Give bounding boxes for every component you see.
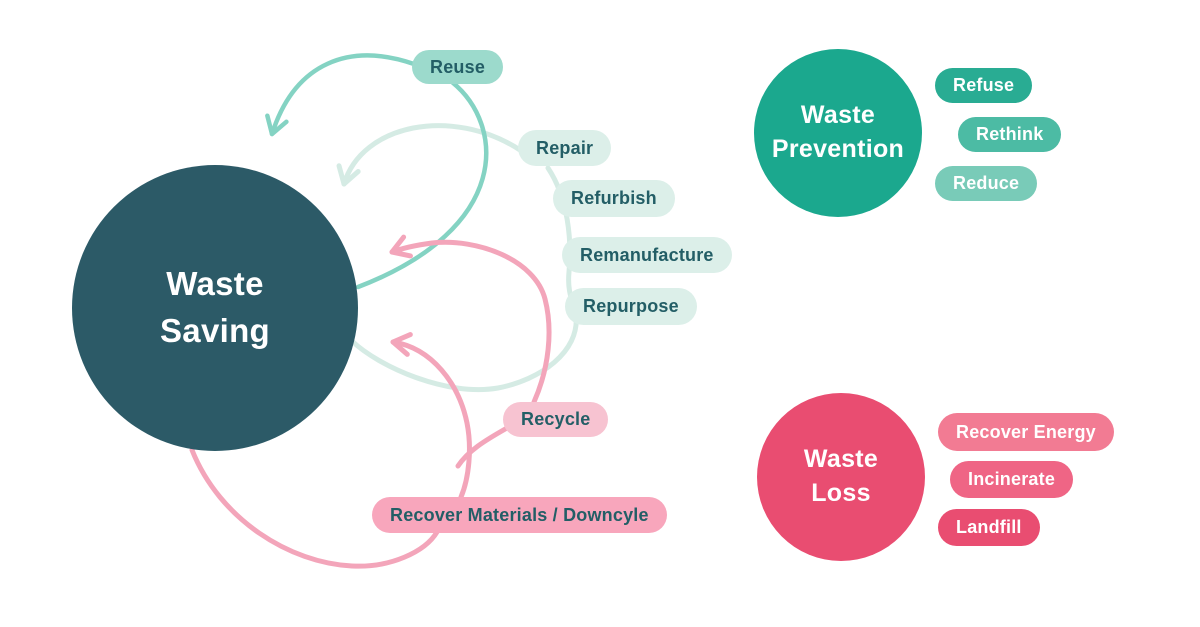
pill-repair: Repair	[518, 130, 612, 166]
waste-prevention-circle: Waste Prevention	[754, 49, 922, 217]
waste-loss-label-line2: Loss	[811, 479, 871, 507]
reuse-to-circle-arrow	[265, 53, 417, 137]
pill-refuse: Refuse	[935, 68, 1033, 103]
waste-prevention-label-line2: Prevention	[771, 135, 905, 163]
pill-refurbish: Refurbish	[553, 180, 675, 217]
waste-saving-circle: Waste Saving	[72, 165, 358, 451]
repair-to-circle-arrow	[336, 123, 523, 187]
recover-to-circle-arrow	[390, 332, 472, 500]
pill-landfill: Landfill	[938, 509, 1040, 546]
pill-repurpose: Repurpose	[565, 288, 697, 325]
repair-chain-loop-arc	[349, 165, 579, 392]
waste-loss-label-line1: Waste	[803, 445, 879, 474]
reuse-loop-arc	[355, 79, 489, 290]
waste-prevention-label-line1: Waste	[800, 101, 876, 130]
pill-reuse: Reuse	[412, 50, 504, 84]
recover-loop-tail-arc	[189, 447, 440, 569]
recycle-to-circle-arrow	[389, 234, 552, 405]
pill-recover-energy: Recover Energy	[938, 413, 1114, 451]
waste-loss-circle: Waste Loss	[757, 393, 925, 561]
pill-reduce: Reduce	[935, 166, 1038, 201]
waste-saving-label-line1: Waste	[166, 265, 264, 303]
waste-saving-label-line2: Saving	[159, 312, 270, 349]
pill-incinerate: Incinerate	[950, 461, 1074, 498]
pill-recover-materials-downcyle: Recover Materials / Downcyle	[372, 497, 667, 533]
pill-remanufacture: Remanufacture	[562, 237, 732, 273]
recycle-connector-arc	[455, 425, 510, 469]
pill-rethink: Rethink	[958, 117, 1062, 152]
pill-recycle: Recycle	[503, 402, 609, 437]
